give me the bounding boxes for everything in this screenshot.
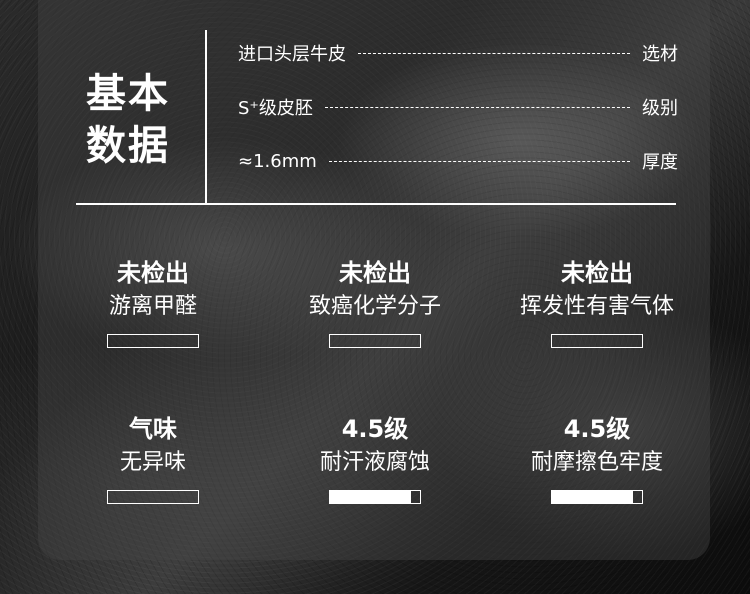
level-bar: [329, 490, 421, 504]
level-bar: [107, 334, 199, 348]
test-item: 耐摩擦色牢度: [530, 450, 663, 475]
spec-value: 进口头层牛皮: [238, 44, 346, 65]
level-bar-fill: [552, 491, 633, 503]
spec-row-material: 进口头层牛皮 选材: [238, 38, 678, 68]
spec-label: 厚度: [642, 152, 678, 173]
test-result: 气味: [129, 415, 177, 443]
test-result: 未检出: [339, 259, 411, 287]
test-result: 未检出: [117, 259, 189, 287]
test-cell-formaldehyde: 未检出 游离甲醛: [48, 258, 258, 322]
test-result: 4.5级: [341, 415, 409, 443]
spec-row-thickness: ≈1.6mm 厚度: [238, 146, 678, 176]
section-title: 基本 数据: [86, 68, 186, 172]
test-cell-sweat-resistance: 4.5级 耐汗液腐蚀: [270, 414, 480, 478]
test-item: 挥发性有害气体: [519, 294, 674, 319]
test-cell-rub-fastness: 4.5级 耐摩擦色牢度: [492, 414, 702, 478]
test-item: 无异味: [119, 450, 186, 475]
test-cell-voc: 未检出 挥发性有害气体: [492, 258, 702, 322]
vertical-divider: [205, 30, 207, 205]
dash-leader: [328, 160, 630, 162]
spec-row-grade: S⁺级皮胚 级别: [238, 92, 678, 122]
test-result: 未检出: [561, 259, 633, 287]
title-line-1: 基本: [86, 71, 170, 117]
dash-leader: [358, 52, 630, 54]
test-cell-carcinogen: 未检出 致癌化学分子: [270, 258, 480, 322]
spec-value: ≈1.6mm: [238, 150, 317, 172]
dash-leader: [324, 106, 630, 108]
level-bar: [551, 490, 643, 504]
horizontal-divider: [76, 203, 676, 205]
test-cell-odor: 气味 无异味: [48, 414, 258, 478]
spec-value: S⁺级皮胚: [238, 98, 313, 119]
test-item: 游离甲醛: [108, 294, 197, 319]
level-bar: [329, 334, 421, 348]
info-panel: [38, 0, 710, 560]
test-result: 4.5级: [563, 415, 631, 443]
level-bar: [107, 490, 199, 504]
title-line-2: 数据: [86, 123, 170, 169]
spec-label: 选材: [642, 44, 678, 65]
level-bar-fill: [330, 491, 411, 503]
level-bar: [551, 334, 643, 348]
spec-label: 级别: [642, 98, 678, 119]
test-item: 致癌化学分子: [308, 294, 441, 319]
test-item: 耐汗液腐蚀: [319, 450, 430, 475]
